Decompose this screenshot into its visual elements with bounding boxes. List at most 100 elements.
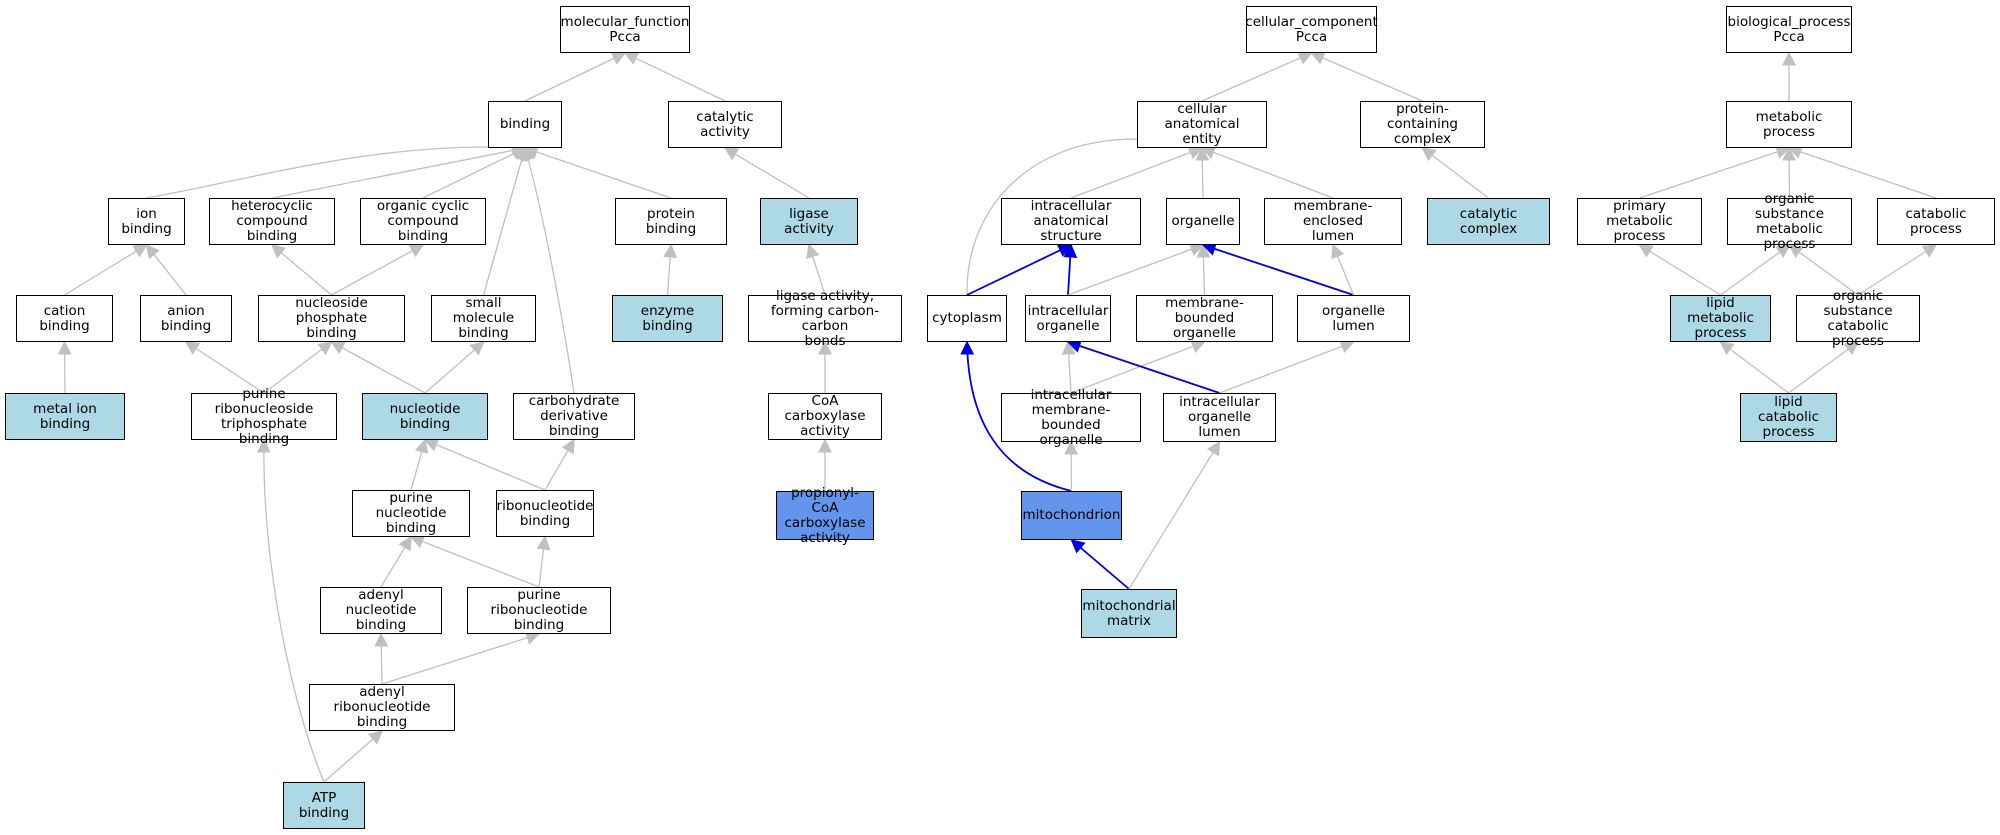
edge-intracellular_organelle_lumen-to-organelle_lumen bbox=[1219, 339, 1355, 394]
node-primary-metabolic-process[interactable]: primary metabolic process bbox=[1577, 198, 1702, 245]
node-propionyl-coa-carboxylase[interactable]: propionyl-CoA carboxylase activity bbox=[776, 485, 874, 545]
node-carbohydrate-derivative-binding[interactable]: carbohydrate derivative binding bbox=[513, 393, 635, 440]
edge-adenyl_ribonucleotide_binding-to-purine_ribonucleotide_binding bbox=[381, 631, 541, 685]
edge-intracellular_anatomical_structure-to-cellular_anatomical_entity bbox=[1070, 145, 1204, 199]
node-binding[interactable]: binding bbox=[488, 101, 562, 148]
node-membrane-bounded-organelle[interactable]: membrane-bounded organelle bbox=[1136, 295, 1273, 342]
edge-atp_binding-to-purine_ribonucleoside_tp_binding bbox=[256, 438, 325, 783]
node-catalytic-activity[interactable]: catalytic activity bbox=[668, 101, 782, 148]
edge-purine_nucleotide_binding-to-nucleotide_binding bbox=[410, 438, 429, 491]
edge-intracellular_organelle-to-intracellular_anatomical_structure bbox=[1063, 243, 1078, 296]
node-purine-ribonucleoside-tp-binding[interactable]: purine ribonucleoside triphosphate bindi… bbox=[191, 386, 337, 446]
edge-lipid_catabolic_process-to-organic_substance_catabolic_process bbox=[1788, 341, 1860, 394]
edge-mitochondrion-to-intracellular_membrane_bounded_organelle bbox=[1064, 440, 1079, 492]
edge-intracellular_organelle_lumen-to-intracellular_organelle bbox=[1066, 339, 1220, 394]
edge-nucleotide_binding-to-small_molecule_binding bbox=[424, 341, 485, 394]
node-membrane-enclosed-lumen[interactable]: membrane-enclosed lumen bbox=[1264, 198, 1402, 245]
edge-small_molecule_binding-to-binding bbox=[482, 146, 529, 296]
edge-catalytic_complex-to-protein_containing_complex bbox=[1421, 147, 1489, 199]
edge-organelle_lumen-to-membrane_enclosed_lumen bbox=[1331, 243, 1355, 296]
node-nucleoside-phosphate-binding[interactable]: nucleoside phosphate binding bbox=[258, 295, 405, 342]
node-nucleotide-binding[interactable]: nucleotide binding bbox=[362, 393, 488, 440]
node-anion-binding[interactable]: anion binding bbox=[140, 295, 232, 342]
edge-nucleotide_binding-to-nucleoside_phosphate_binding bbox=[330, 341, 426, 394]
node-lipid-catabolic-process[interactable]: lipid catabolic process bbox=[1740, 393, 1837, 442]
node-adenyl-nucleotide-binding[interactable]: adenyl nucleotide binding bbox=[320, 587, 442, 634]
node-atp-binding[interactable]: ATP binding bbox=[283, 782, 365, 829]
node-catabolic-process[interactable]: catabolic process bbox=[1877, 198, 1995, 245]
edge-binding-to-mf_root bbox=[524, 52, 627, 102]
node-mf-root[interactable]: molecular_function Pcca bbox=[560, 6, 690, 53]
edge-mitochondrion-to-cytoplasm bbox=[960, 340, 1072, 492]
edge-cellular_anatomical_entity-to-cc_root bbox=[1201, 51, 1313, 102]
node-cation-binding[interactable]: cation binding bbox=[16, 295, 113, 342]
node-ligase-cc-bonds[interactable]: ligase activity, forming carbon-carbon b… bbox=[748, 288, 902, 348]
edge-intracellular_organelle-to-organelle bbox=[1067, 242, 1205, 296]
node-organelle[interactable]: organelle bbox=[1166, 198, 1240, 245]
edge-purine_ribonucleoside_tp_binding-to-nucleoside_phosphate_binding bbox=[263, 341, 333, 394]
edge-mitochondrial_matrix-to-intracellular_organelle_lumen bbox=[1128, 440, 1221, 590]
edge-ligase_activity-to-catalytic_activity bbox=[723, 147, 810, 199]
node-enzyme-binding[interactable]: enzyme binding bbox=[612, 295, 723, 342]
node-bp-root[interactable]: biological_process Pcca bbox=[1726, 6, 1852, 53]
edge-primary_metabolic_process-to-metabolic_process bbox=[1639, 145, 1791, 199]
edge-intracellular_membrane_bounded_organelle-to-membrane_bounded_organelle bbox=[1070, 339, 1206, 394]
edge-ligase_cc_bonds-to-ligase_activity bbox=[806, 243, 826, 296]
edge-nucleoside_phosphate_binding-to-organic_cyclic_compound_binding bbox=[331, 244, 425, 296]
node-ribonucleotide-binding[interactable]: ribonucleotide binding bbox=[496, 490, 594, 537]
node-metabolic-process[interactable]: metabolic process bbox=[1726, 101, 1852, 148]
edge-membrane_bounded_organelle-to-organelle bbox=[1196, 243, 1211, 296]
edge-organelle-to-cellular_anatomical_entity bbox=[1195, 146, 1210, 199]
edge-purine_ribonucleotide_binding-to-purine_nucleotide_binding bbox=[409, 535, 540, 588]
edge-metal_ion_binding-to-cation_binding bbox=[57, 340, 72, 394]
node-protein-binding[interactable]: protein binding bbox=[615, 198, 727, 245]
edge-intracellular_membrane_bounded_organelle-to-intracellular_organelle bbox=[1061, 340, 1076, 394]
edge-nucleoside_phosphate_binding-to-heterocyclic_compound_binding bbox=[270, 244, 332, 296]
node-metal-ion-binding[interactable]: metal ion binding bbox=[5, 393, 125, 440]
edge-purine_ribonucleotide_binding-to-ribonucleotide_binding bbox=[536, 535, 551, 588]
edge-mitochondrial_matrix-to-mitochondrion bbox=[1070, 539, 1130, 590]
node-cytoplasm[interactable]: cytoplasm bbox=[927, 295, 1007, 342]
edge-atp_binding-to-adenyl_ribonucleotide_binding bbox=[323, 730, 384, 783]
node-organic-substance-catabolic-process[interactable]: organic substance catabolic process bbox=[1796, 288, 1920, 348]
node-cc-root[interactable]: cellular_component Pcca bbox=[1245, 6, 1378, 53]
node-ligase-activity[interactable]: ligase activity bbox=[760, 198, 858, 245]
edge-membrane_enclosed_lumen-to-cellular_anatomical_entity bbox=[1200, 145, 1334, 199]
edge-purine_ribonucleoside_tp_binding-to-anion_binding bbox=[184, 341, 265, 394]
edge-adenyl_ribonucleotide_binding-to-adenyl_nucleotide_binding bbox=[374, 632, 389, 685]
edge-ribonucleotide_binding-to-carbohydrate_derivative_binding bbox=[544, 438, 575, 491]
edge-carbohydrate_derivative_binding-to-binding bbox=[521, 146, 575, 394]
node-heterocyclic-compound-binding[interactable]: heterocyclic compound binding bbox=[209, 198, 335, 245]
node-organic-substance-metabolic-process[interactable]: organic substance metabolic process bbox=[1727, 191, 1852, 251]
node-catalytic-complex[interactable]: catalytic complex bbox=[1427, 198, 1550, 245]
edge-lipid_catabolic_process-to-lipid_metabolic_process bbox=[1719, 341, 1789, 394]
edge-lipid_metabolic_process-to-primary_metabolic_process bbox=[1638, 244, 1721, 296]
node-purine-ribonucleotide-binding[interactable]: purine ribonucleotide binding bbox=[467, 587, 611, 634]
node-mitochondrial-matrix[interactable]: mitochondrial matrix bbox=[1081, 589, 1177, 638]
node-ion-binding[interactable]: ion binding bbox=[108, 198, 185, 245]
node-organelle-lumen[interactable]: organelle lumen bbox=[1297, 295, 1410, 342]
node-adenyl-ribonucleotide-binding[interactable]: adenyl ribonucleotide binding bbox=[309, 684, 455, 731]
edge-heterocyclic_compound_binding-to-binding bbox=[271, 143, 527, 199]
edge-lipid_metabolic_process-to-organic_substance_metabolic_process bbox=[1720, 244, 1791, 296]
node-purine-nucleotide-binding[interactable]: purine nucleotide binding bbox=[352, 490, 470, 537]
node-mitochondrion[interactable]: mitochondrion bbox=[1021, 491, 1122, 540]
edge-catabolic_process-to-metabolic_process bbox=[1787, 145, 1937, 199]
edge-organic_substance_catabolic_process-to-catabolic_process bbox=[1857, 244, 1938, 296]
node-coa-carboxylase-activity[interactable]: CoA carboxylase activity bbox=[768, 393, 882, 440]
node-organic-cyclic-compound-binding[interactable]: organic cyclic compound binding bbox=[360, 198, 486, 245]
node-small-molecule-binding[interactable]: small molecule binding bbox=[431, 295, 536, 342]
node-intracellular-anatomical-structure[interactable]: intracellular anatomical structure bbox=[1001, 198, 1141, 245]
edge-enzyme_binding-to-protein_binding bbox=[663, 243, 678, 296]
node-intracellular-organelle[interactable]: intracellular organelle bbox=[1025, 295, 1111, 342]
edge-protein_binding-to-binding bbox=[523, 145, 672, 199]
edge-organic_substance_catabolic_process-to-organic_substance_metabolic_process bbox=[1788, 244, 1859, 296]
node-protein-containing-complex[interactable]: protein-containing complex bbox=[1360, 101, 1485, 148]
edge-organic_cyclic_compound_binding-to-binding bbox=[422, 147, 527, 199]
node-cellular-anatomical-entity[interactable]: cellular anatomical entity bbox=[1137, 101, 1267, 148]
edge-catalytic_activity-to-mf_root bbox=[623, 52, 726, 102]
node-intracellular-organelle-lumen[interactable]: intracellular organelle lumen bbox=[1163, 393, 1276, 442]
node-intracellular-membrane-bounded-organelle[interactable]: intracellular membrane-bounded organelle bbox=[1001, 387, 1141, 447]
node-lipid-metabolic-process[interactable]: lipid metabolic process bbox=[1670, 295, 1771, 342]
